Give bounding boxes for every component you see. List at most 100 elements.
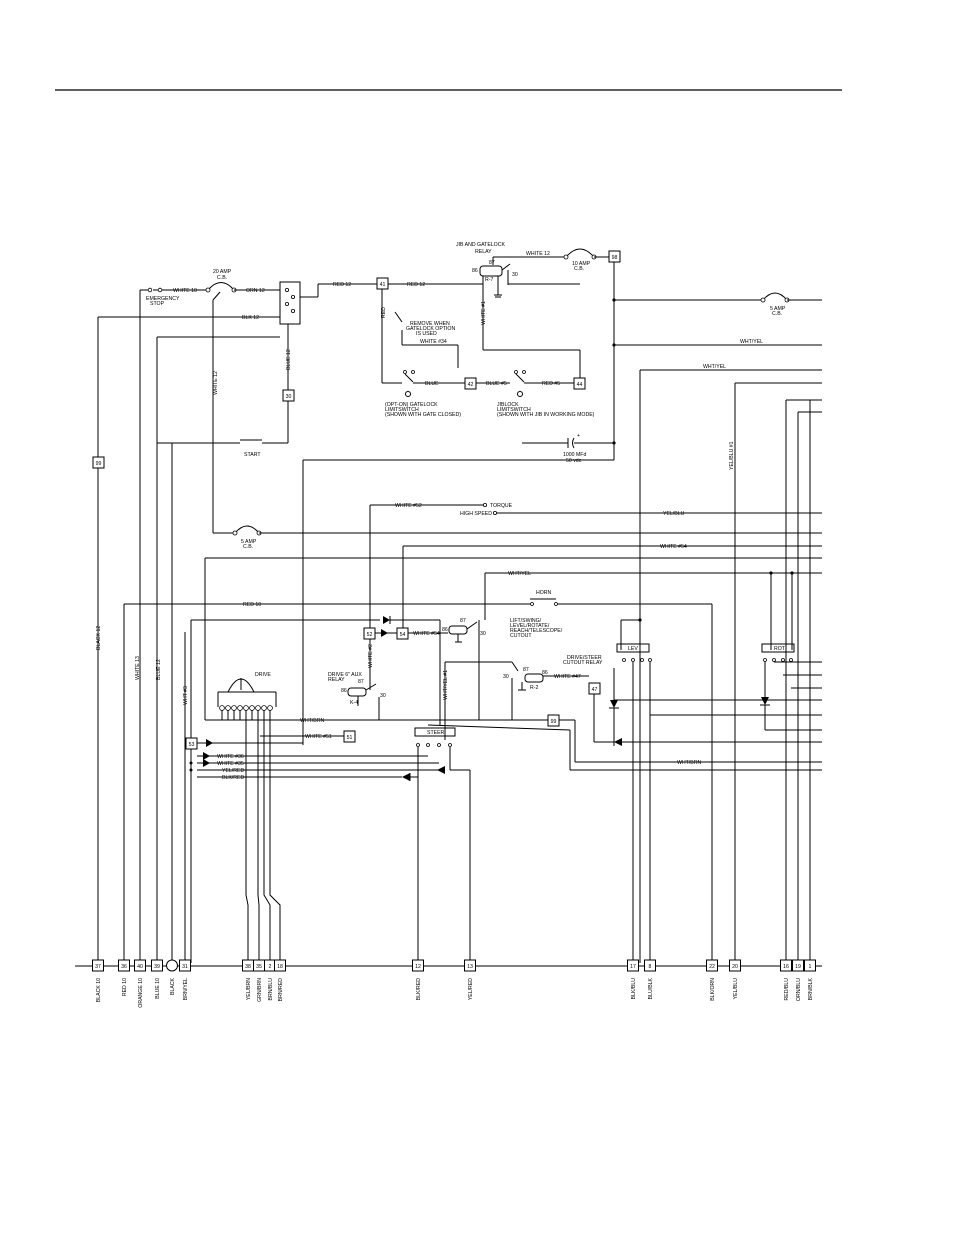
drive-pin: [237, 705, 243, 711]
svg-text:WHITE #54: WHITE #54: [660, 544, 687, 550]
svg-text:44: 44: [577, 382, 583, 388]
svg-text:REACH/TELESCOPE/: REACH/TELESCOPE/: [510, 628, 563, 634]
drive-pin: [243, 705, 249, 711]
svg-text:42: 42: [468, 382, 474, 388]
svg-text:41: 41: [380, 282, 386, 288]
svg-text:YEL/RED: YEL/RED: [222, 768, 244, 774]
svg-text:86: 86: [542, 670, 548, 676]
svg-text:30: 30: [380, 693, 386, 699]
capacitor: + 1000 MFd 50 vdc: [522, 433, 616, 464]
svg-text:C.B.: C.B.: [574, 266, 584, 272]
terminal-wire-label: BRN/BLU: [268, 978, 274, 1001]
svg-text:30: 30: [480, 631, 486, 637]
svg-text:86: 86: [341, 688, 347, 694]
terminal-wire-label: RED 10: [122, 978, 128, 996]
svg-text:WHITE #34: WHITE #34: [420, 339, 447, 345]
svg-text:WHITE #52: WHITE #52: [395, 503, 422, 509]
svg-text:LIFT/SWING/: LIFT/SWING/: [510, 618, 542, 624]
svg-text:98: 98: [612, 255, 618, 261]
terminal-wire-label: YEL/BLU: [733, 978, 739, 1000]
drive-controller: DRIVE: [217, 672, 277, 707]
svg-text:GATELOCK OPTION: GATELOCK OPTION: [406, 326, 455, 332]
terminal-wire-label: BLACK: [170, 977, 176, 995]
svg-text:WHITE 12: WHITE 12: [526, 251, 550, 257]
svg-text:(SHOWN WITH JIB IN WORKING MOD: (SHOWN WITH JIB IN WORKING MODE): [497, 412, 595, 418]
svg-text:WHITE #2: WHITE #2: [368, 644, 374, 668]
terminal-wire-label: BLACK 10: [96, 978, 102, 1002]
terminal-wire-label: BLK/ORN: [710, 978, 716, 1001]
terminal-blank: BLACK: [166, 959, 178, 995]
terminal-number: 19: [795, 964, 801, 970]
terminal-99-left: [92, 456, 105, 469]
svg-text:30: 30: [503, 674, 509, 680]
svg-text:WHITE #54: WHITE #54: [413, 631, 440, 637]
drive-steer-cutout-relay: DRIVE/STEER CUTOUT RELAY 87 86 30 R-2 WH…: [445, 655, 603, 720]
svg-text:WHITE #1: WHITE #1: [481, 301, 487, 325]
svg-text:STOP: STOP: [150, 301, 165, 307]
svg-text:WHT/YEL: WHT/YEL: [508, 571, 531, 577]
terminal-wire-label: BLUE 10: [155, 978, 161, 999]
terminal-number: 35: [256, 964, 262, 970]
svg-text:5 AMP: 5 AMP: [770, 306, 786, 312]
circuit-breaker-10amp: 10 AMP C.B.: [563, 248, 609, 272]
terminal-number: 20: [732, 964, 738, 970]
svg-text:50 vdc: 50 vdc: [566, 458, 582, 464]
svg-text:WHITE 13: WHITE 13: [135, 656, 141, 680]
svg-text:WHT/BRN: WHT/BRN: [677, 760, 701, 766]
svg-text:K-4: K-4: [350, 700, 358, 706]
svg-text:87: 87: [523, 667, 529, 673]
svg-text:30: 30: [286, 394, 292, 400]
jib-relay-title2: RELAY: [475, 249, 492, 255]
svg-text:5 AMP: 5 AMP: [241, 539, 257, 545]
svg-text:53: 53: [189, 742, 195, 748]
svg-text:30: 30: [512, 272, 518, 278]
svg-text:C.B.: C.B.: [217, 275, 227, 281]
terminal-wire-label: RED/BLU: [784, 978, 790, 1001]
svg-text:RELAY: RELAY: [328, 677, 345, 683]
drive-pin: [219, 705, 225, 711]
svg-text:YEL/BLU: YEL/BLU: [663, 511, 685, 517]
terminal-wire-label: BRN/BLK: [808, 977, 814, 1000]
terminal-number: 36: [121, 964, 127, 970]
terminal-wire-label: BLU/BLK: [648, 977, 654, 999]
svg-text:CUTOUT RELAY: CUTOUT RELAY: [563, 660, 603, 666]
drive-pin: [249, 705, 255, 711]
svg-text:87: 87: [460, 618, 466, 624]
circuit-breaker-20amp: 20 AMP C.B. ORN 12 WHITE 12: [205, 269, 280, 533]
svg-text:99: 99: [551, 719, 557, 725]
svg-text:REMOVE WHEN: REMOVE WHEN: [410, 321, 450, 327]
svg-text:DRIVE: DRIVE: [255, 672, 271, 678]
terminal-wire-label: YEL/BRN: [246, 978, 252, 1000]
svg-text:ORN 12: ORN 12: [246, 288, 265, 294]
svg-text:WHITE #36: WHITE #36: [217, 754, 244, 760]
svg-text:LIMITSWITCH: LIMITSWITCH: [385, 407, 419, 413]
svg-text:RED 12: RED 12: [407, 282, 425, 288]
svg-text:RED 10: RED 10: [243, 602, 261, 608]
svg-text:WHT/BRN: WHT/BRN: [300, 718, 324, 724]
svg-text:WHT/YEL: WHT/YEL: [703, 364, 726, 370]
svg-text:R-7: R-7: [485, 277, 493, 283]
svg-text:86: 86: [442, 627, 448, 633]
svg-text:99: 99: [96, 461, 102, 467]
svg-text:START: START: [244, 452, 261, 458]
terminal-number: 17: [630, 964, 636, 970]
terminal-wire-label: YEL/RED: [468, 978, 474, 1000]
svg-text:LEVEL/ROTATE/: LEVEL/ROTATE/: [510, 623, 550, 629]
drive-pin: [231, 705, 237, 711]
terminal-number: 38: [245, 964, 251, 970]
drive-aux-relay: DRIVE 6" AUX RELAY 87 86 K-4 30: [328, 672, 386, 720]
drive-pins: [219, 705, 281, 960]
svg-text:BLK/RED: BLK/RED: [222, 775, 244, 781]
terminal-wire-label: BRN/YEL: [183, 978, 189, 1000]
